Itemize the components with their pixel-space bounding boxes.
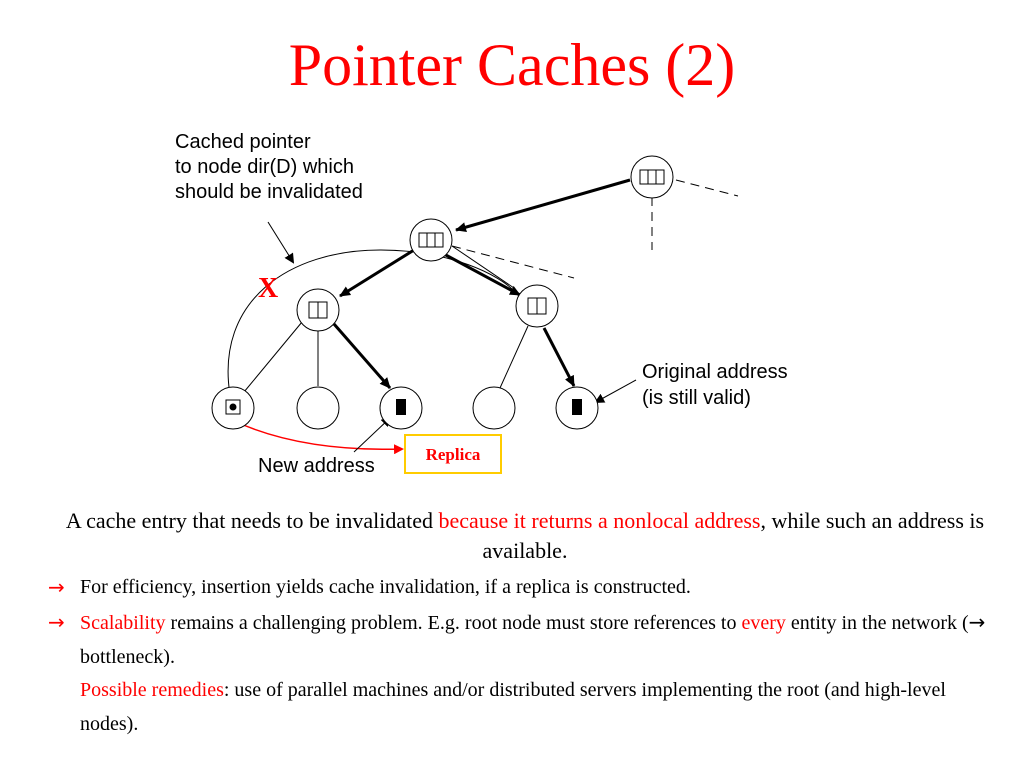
edge-root-dashed (675, 179, 739, 197)
cached-pointer-label-line2: to node dir(D) which (175, 156, 354, 178)
bullet-arrow-icon: → (48, 575, 65, 599)
right-mid-node (515, 284, 559, 328)
cached-pointer-callout (267, 221, 295, 264)
cached-pointer-label-line3: should be invalidated (175, 181, 363, 203)
leaf-cached-node (211, 386, 255, 430)
edge-left-to-leaf3 (332, 323, 392, 389)
edge-dir-dashed (451, 245, 575, 279)
dir-node (409, 218, 453, 262)
remedies-term: Possible remedies (80, 679, 224, 701)
original-address-label-line1: Original address (642, 361, 788, 383)
leaf-empty-node-2 (472, 386, 516, 430)
original-address-label-line2: (is still valid) (642, 387, 751, 409)
bullet-efficiency: → For efficiency, insertion yields cache… (48, 570, 1000, 604)
leaf-replica-node (379, 386, 423, 430)
inline-arrow-icon: → (968, 610, 986, 634)
cached-pointer-arc (227, 249, 516, 396)
new-address-red-arrow (231, 419, 404, 455)
bullet-remedies: Possible remedies: use of parallel machi… (80, 673, 1000, 741)
edge-root-to-dir (455, 178, 631, 233)
edge-right-to-leaf4 (499, 325, 529, 389)
edge-dir-thin-right (451, 245, 515, 289)
bullet-arrow-icon: → (48, 610, 65, 634)
scalability-term: Scalability (80, 612, 166, 634)
description-highlight: because it returns a nonlocal address (438, 508, 761, 533)
scalability-text-2: entity in the network ( (785, 612, 969, 634)
cached-pointer-label-line1: Cached pointer (175, 131, 311, 153)
root-node (630, 155, 674, 199)
new-address-label: New address (258, 455, 375, 477)
replica-label: Replica (426, 445, 481, 464)
every-term: every (741, 612, 786, 634)
bullet-scalability: → Scalability remains a challenging prob… (48, 605, 1000, 674)
slide-title: Pointer Caches (2) (288, 32, 736, 98)
replica-box (404, 434, 502, 474)
scalability-text-3: bottleneck). (80, 646, 175, 668)
left-mid-node (296, 288, 340, 332)
leaf-empty-node-1 (296, 386, 340, 430)
svg-text:Cached pointer to node dir: Cached pointer to node dir(D) which shou… (175, 131, 363, 203)
svg-text:Original address (is still: Original address (is still valid) (642, 361, 793, 409)
edge-dir-to-left (339, 248, 415, 298)
new-address-callout (353, 416, 392, 453)
remedies-text: : use of parallel machines and/or distri… (80, 679, 946, 735)
description-paragraph: A cache entry that needs to be invalidat… (30, 506, 1020, 566)
edge-left-to-leaf1 (243, 321, 303, 393)
original-address-callout (594, 379, 637, 403)
bullet-efficiency-text: For efficiency, insertion yields cache i… (80, 576, 691, 598)
leaf-original-node (555, 386, 599, 430)
invalid-x-mark: X (258, 273, 278, 304)
description-part3: , while such an address is available. (482, 508, 985, 563)
edge-right-to-leaf5 (542, 327, 576, 387)
description-part1: A cache entry that needs to be invalidat… (65, 508, 439, 533)
scalability-text: remains a challenging problem. E.g. root… (165, 612, 742, 634)
